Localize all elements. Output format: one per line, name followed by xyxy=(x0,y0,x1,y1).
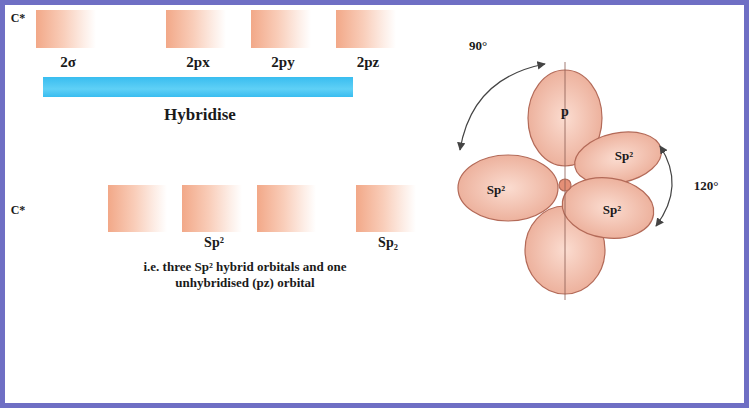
orbital-label: 2px xyxy=(166,54,230,71)
atomic-orbital-box: 2pz xyxy=(336,10,400,71)
orbital-label: Sp² xyxy=(487,182,505,198)
atomic-orbital-box: 2py xyxy=(251,10,315,71)
caption-note: i.e. three Sp² hybrid orbitals and one u… xyxy=(120,259,370,290)
atomic-orbital-box: 2px xyxy=(166,10,230,71)
orbital-lobes xyxy=(458,70,666,294)
orbital-box xyxy=(336,10,396,48)
shape-row xyxy=(336,10,396,48)
frame-border xyxy=(3,3,747,406)
sp2-lobe-lower-right xyxy=(558,172,657,244)
angle-arc-120 xyxy=(656,146,672,226)
axis-line xyxy=(565,62,566,300)
orbital-box xyxy=(108,185,167,232)
orbital-box xyxy=(36,10,96,48)
shape-row xyxy=(43,77,353,97)
orbital-box xyxy=(182,185,241,232)
orbital-label: 2pz xyxy=(336,54,400,71)
orbital-label: Sp² xyxy=(603,202,621,218)
orbital-box xyxy=(251,10,311,48)
orbital-label: 2σ xyxy=(36,54,100,71)
orbital-label: Sp₂ xyxy=(356,235,420,251)
angle-label: 90° xyxy=(469,38,487,54)
shape-row xyxy=(251,10,311,48)
hybridise-bar: Hybridise xyxy=(43,77,357,125)
orbital-label: Sp² xyxy=(615,148,633,164)
shape-row xyxy=(166,10,226,48)
orbital-label: p xyxy=(561,104,569,121)
process-bar xyxy=(43,77,353,97)
orbital-box xyxy=(166,10,226,48)
step-label: Hybridise xyxy=(43,105,357,125)
atom-symbol: C* xyxy=(11,11,26,25)
orbital-label: Sp² xyxy=(108,235,320,251)
orbital-label: 2py xyxy=(251,54,315,71)
orbital-box xyxy=(356,185,416,232)
atomic-orbital-box: 2σ xyxy=(36,10,100,71)
atom-symbol: C* xyxy=(11,203,26,217)
sp2-lobe-left xyxy=(458,155,558,221)
shape-row xyxy=(108,185,316,232)
hybrid-orbital-group: Sp² xyxy=(108,185,320,251)
orbital-box xyxy=(257,185,316,232)
unhybridised-orbital-box: Sp₂ xyxy=(356,185,420,251)
angle-label: 120° xyxy=(694,178,719,194)
shape-row xyxy=(36,10,96,48)
angle-arc-90 xyxy=(460,64,545,150)
shape-row xyxy=(356,185,416,232)
